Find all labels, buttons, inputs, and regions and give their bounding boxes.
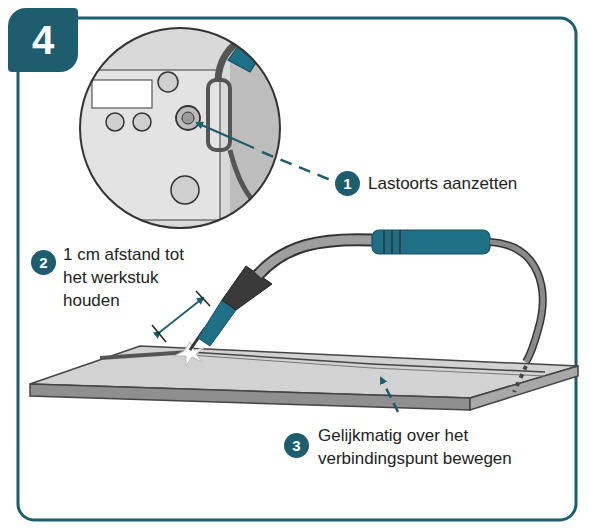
- callout-number: 3: [292, 437, 300, 454]
- step-badge: 4: [8, 8, 78, 72]
- step-instruction: 1 cm afstand tot het werkstuk houden: [63, 243, 203, 312]
- callout-number: 1: [343, 175, 351, 192]
- step-instruction: Gelijkmatig over het verbindingspunt bew…: [318, 424, 563, 470]
- callout-number: 2: [31, 250, 56, 275]
- callout-number: 2: [39, 254, 47, 271]
- step-number: 4: [32, 18, 54, 63]
- callout-number: 1: [335, 171, 360, 196]
- step-instruction: Lastoorts aanzetten: [368, 172, 517, 195]
- callout-number: 3: [284, 433, 309, 458]
